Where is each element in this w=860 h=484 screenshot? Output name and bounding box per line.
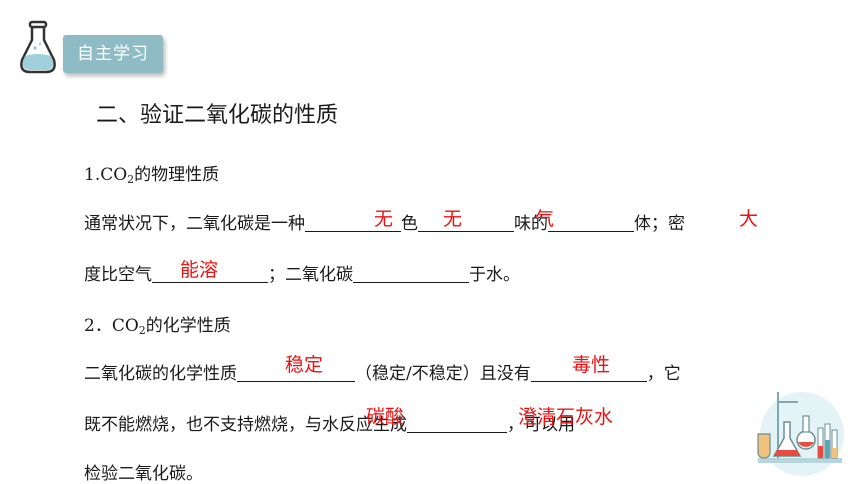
answer-solubility: 能溶 — [180, 259, 219, 281]
blank-stability[interactable] — [237, 361, 355, 382]
answer-stable: 稳定 — [285, 354, 324, 376]
answer-toxicity: 毒性 — [572, 354, 611, 376]
answer-product: 碳酸 — [366, 406, 405, 428]
blank-state[interactable] — [548, 211, 634, 232]
answer-density: 大 — [739, 208, 759, 230]
section-title: 二、验证二氧化碳的性质 — [96, 103, 339, 128]
answer-colorless: 无 — [374, 208, 394, 230]
physical-heading: 1.CO2的物理性质 — [84, 165, 220, 186]
chemical-heading: 2．CO2的化学性质 — [84, 316, 231, 337]
blank-color[interactable] — [305, 211, 401, 232]
flask-icon — [20, 20, 56, 74]
chemical-line-1: 二氧化碳的化学性质（稳定/不稳定）且没有，它 — [84, 359, 681, 384]
section-badge: 自主学习 — [63, 35, 163, 73]
answer-odorless: 无 — [443, 208, 463, 230]
physical-line-2: 度比空气；二氧化碳于水。 — [84, 260, 520, 285]
lab-equipment-illustration — [757, 392, 844, 476]
blank-solubility[interactable] — [353, 262, 469, 283]
blank-product[interactable] — [407, 412, 507, 433]
blank-density[interactable] — [152, 262, 268, 283]
chemical-line-3: 检验二氧化碳。 — [84, 464, 203, 484]
blank-toxicity[interactable] — [530, 361, 647, 382]
answer-state: 气 — [535, 208, 555, 230]
answer-reagent: 澄清石灰水 — [518, 406, 614, 428]
physical-line-1: 通常状况下，二氧化碳是一种色味的体；密 — [84, 209, 685, 234]
chemical-line-2: 既不能燃烧，也不支持燃烧，与水反应生成，可以用 — [84, 410, 575, 435]
blank-odor[interactable] — [418, 211, 514, 232]
